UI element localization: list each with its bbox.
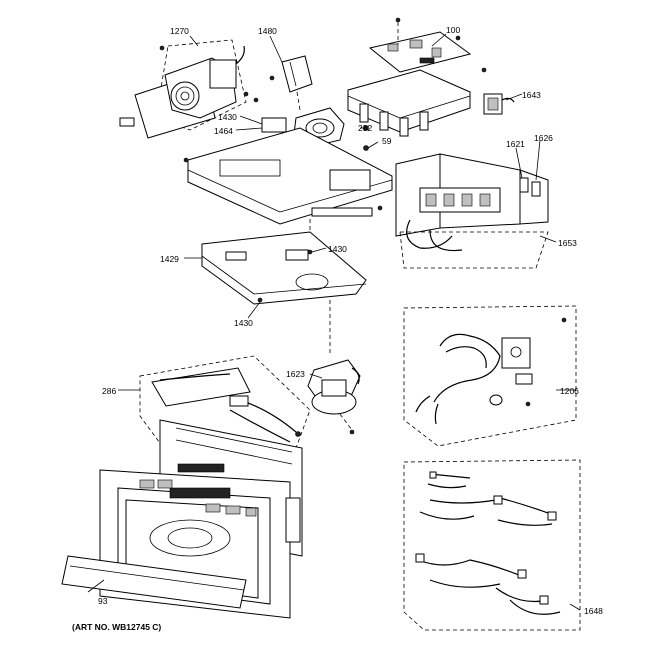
- part-1480-bracket: [269, 55, 313, 111]
- label-1621: 1621: [506, 139, 525, 149]
- label-1623: 1623: [286, 369, 305, 379]
- label-1206: 1206: [560, 386, 579, 396]
- label-59: 59: [382, 136, 392, 146]
- label-1430-upper: 1430: [218, 112, 237, 122]
- label-286: 286: [102, 386, 116, 396]
- label-1626: 1626: [534, 133, 553, 143]
- leader-lines: [87, 33, 581, 611]
- trim-strip-93: [61, 555, 247, 609]
- lamp-assembly-286: [139, 355, 311, 455]
- art-number: (ART NO. WB12745 C): [72, 622, 161, 632]
- part-1643-transformer: [481, 67, 515, 115]
- label-1429: 1429: [160, 254, 179, 264]
- board-bracket: [347, 69, 471, 137]
- label-1480: 1480: [258, 26, 277, 36]
- control-board-100: [368, 17, 472, 73]
- label-1653: 1653: [558, 238, 577, 248]
- part-labels: 1270 1480 100 1643 1430 1464 282 59 1621…: [72, 25, 603, 632]
- label-93: 93: [98, 596, 108, 606]
- label-1430-lower: 1430: [234, 318, 253, 328]
- wire-kit-1648: [403, 459, 581, 631]
- fan-motor-assembly: [119, 39, 249, 139]
- label-1270: 1270: [170, 26, 189, 36]
- motor-1623: [307, 359, 361, 435]
- label-1430-middle: 1430: [328, 244, 347, 254]
- label-100: 100: [446, 25, 460, 35]
- label-1648: 1648: [584, 606, 603, 616]
- label-1643: 1643: [522, 90, 541, 100]
- wire-harness-1206: [403, 305, 577, 447]
- vent-chassis-tray: [183, 127, 393, 225]
- bracket-plate-1429: [201, 216, 367, 356]
- label-1464: 1464: [214, 126, 233, 136]
- label-282: 282: [358, 123, 372, 133]
- relay-terminal-assembly-1653: [395, 153, 549, 269]
